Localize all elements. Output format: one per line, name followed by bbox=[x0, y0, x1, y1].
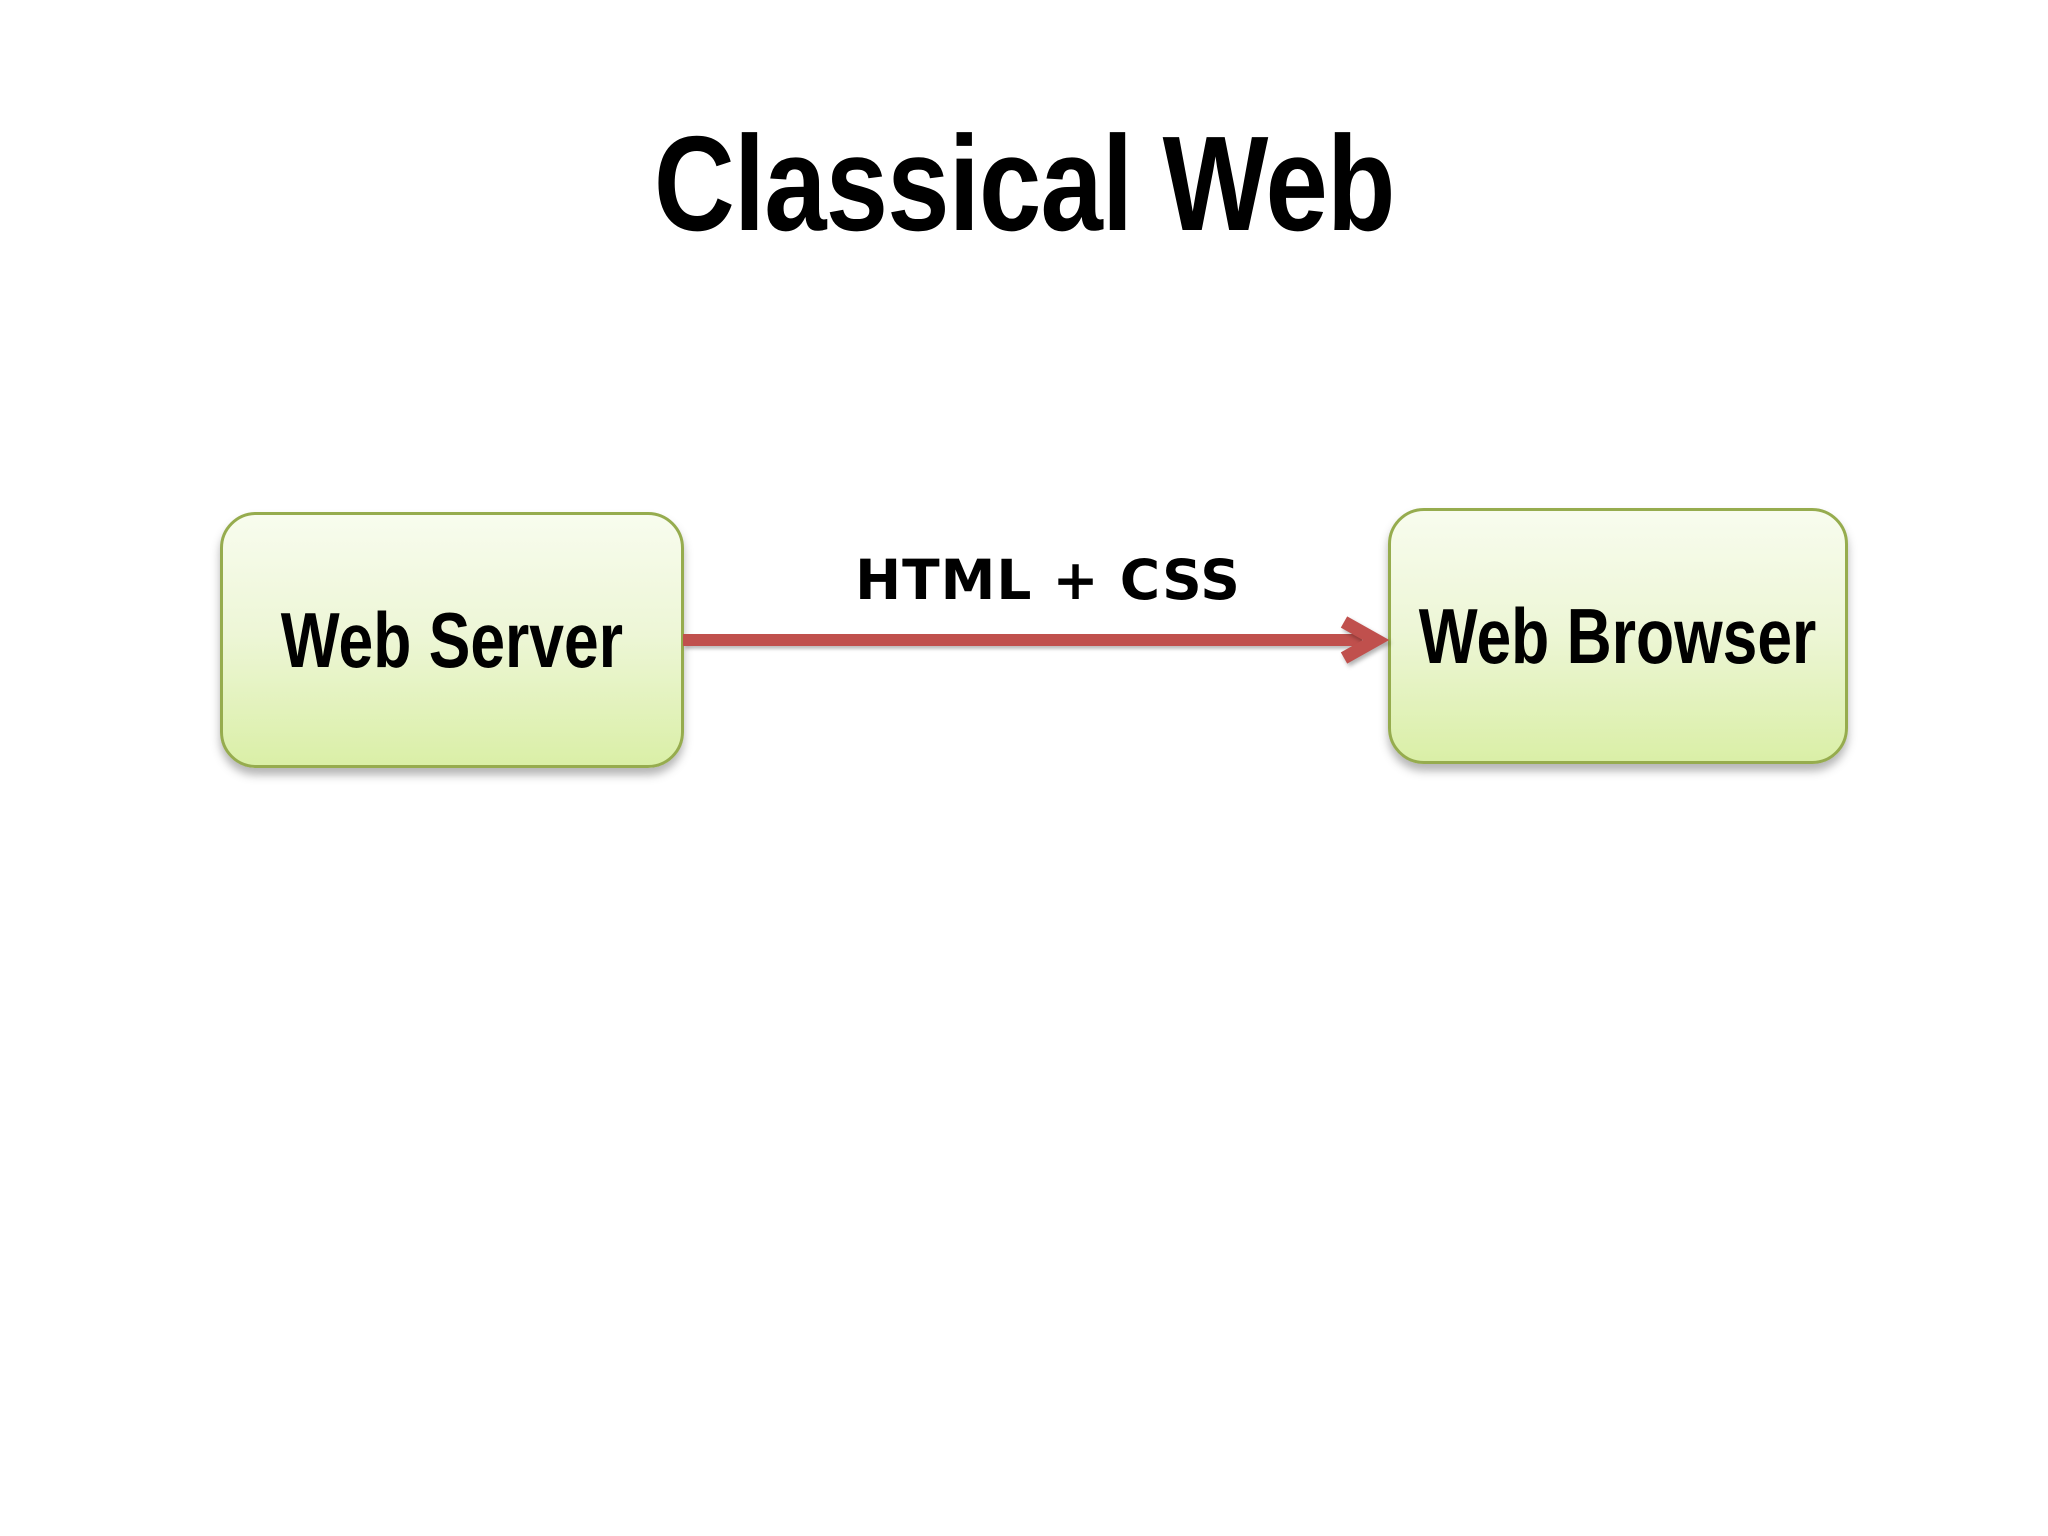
node-web-server-label: Web Server bbox=[280, 595, 624, 684]
connection-label: HTML + CSS bbox=[855, 548, 1241, 612]
slide-title: Classical Web bbox=[653, 108, 1396, 259]
arrow-head-icon bbox=[1340, 616, 1390, 664]
node-web-browser: Web Browser bbox=[1388, 508, 1848, 764]
connection-arrow-shaft bbox=[683, 634, 1362, 646]
node-web-browser-label: Web Browser bbox=[1419, 591, 1817, 680]
node-web-server: Web Server bbox=[220, 512, 684, 768]
